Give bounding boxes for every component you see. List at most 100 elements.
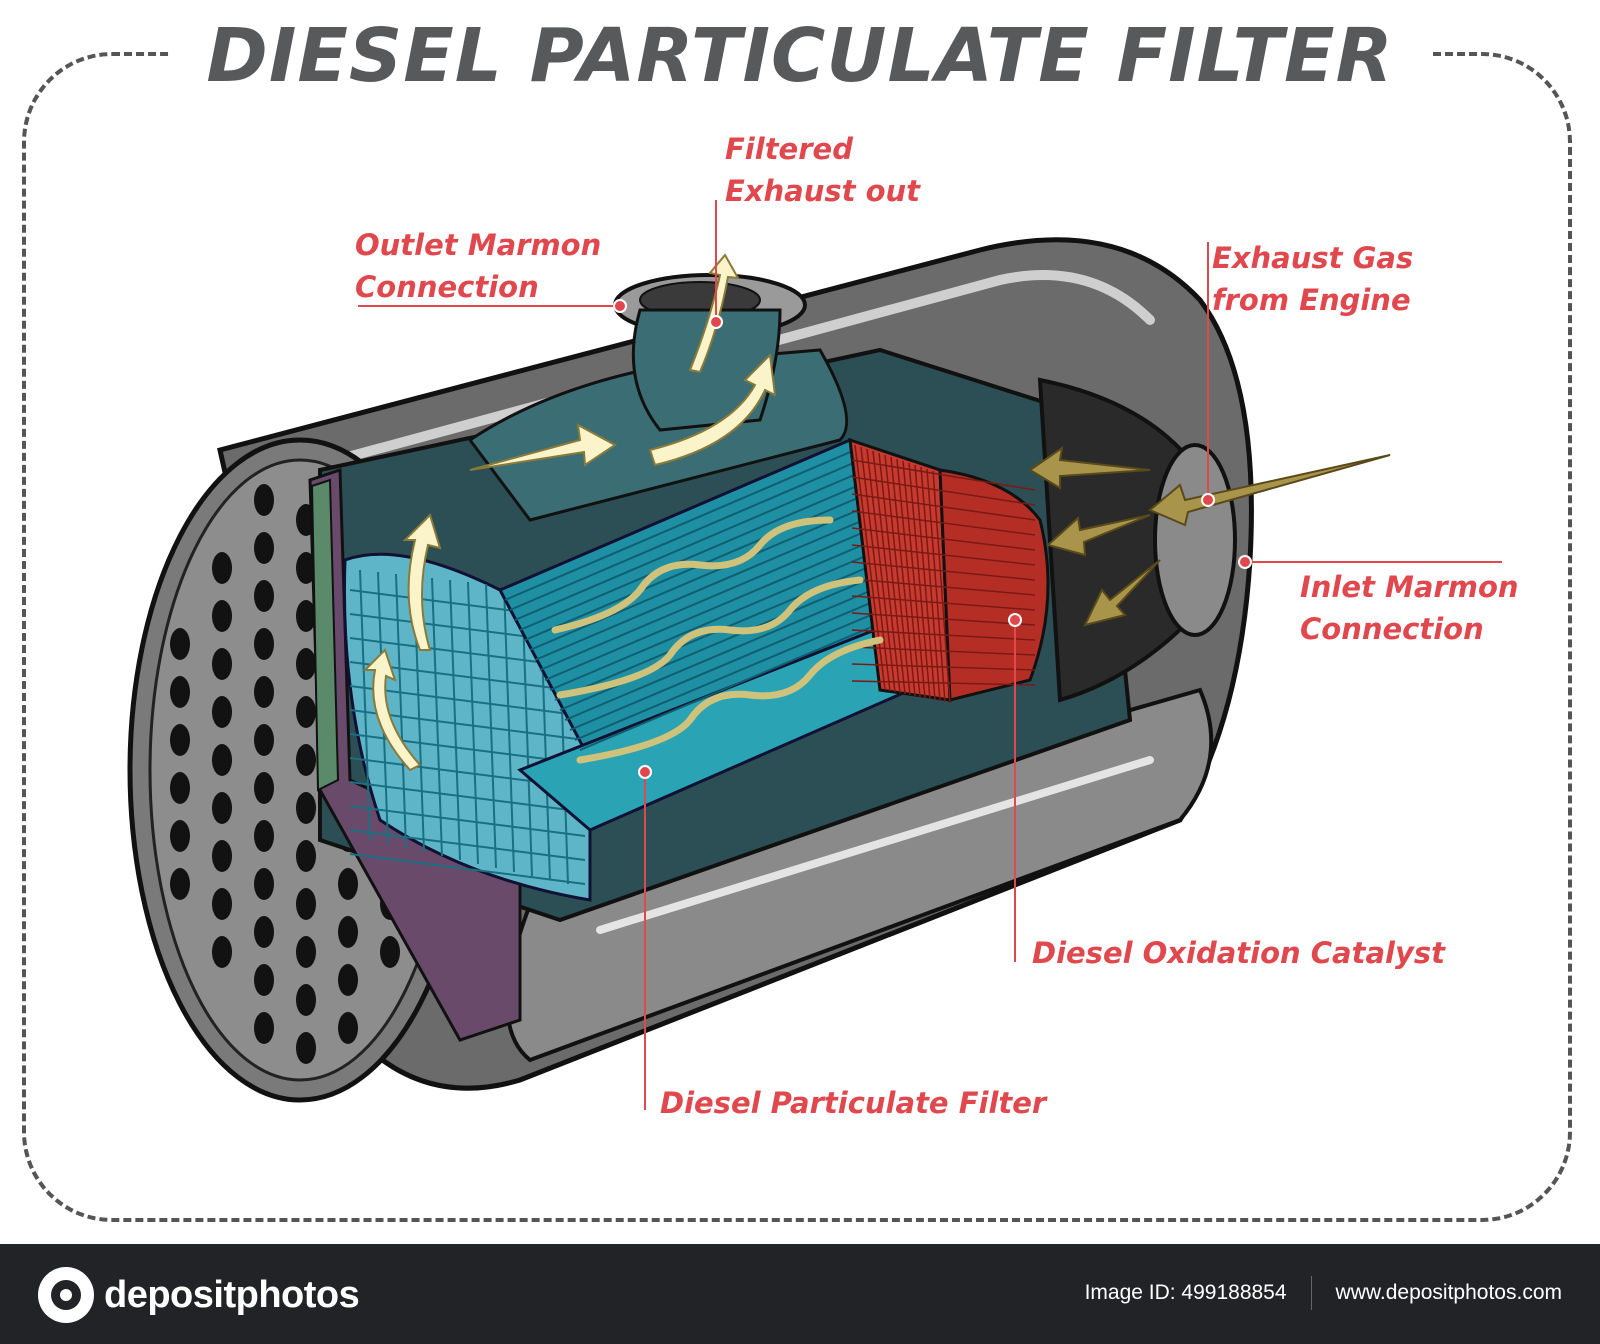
dpf-channel-line [574,603,898,741]
doc-grid-line [932,470,951,704]
footer-meta: Image ID: 499188854 www.depositphotos.co… [1085,1276,1562,1310]
perforation-hole [254,532,274,564]
doc-grid-line [884,454,911,696]
cream-arrow-4 [402,513,442,651]
perforation-hole [296,696,316,728]
doc-grid [851,444,1036,704]
doc-grid-line [872,450,901,694]
dpf-channel-line [579,614,901,751]
doc-grid-line [851,493,1036,521]
dpf-channel-line [544,537,880,681]
doc-grid-line [866,448,896,693]
perforation-hole [212,792,232,824]
perforation-hole [212,648,232,680]
perforation-hole [296,744,316,776]
perforation-hole [170,772,190,804]
diagram-page: DIESEL PARTICULATE FILTER [22,13,1572,1222]
dpf-grid-line [449,579,461,861]
perforation-hole [254,580,274,612]
dpf-channel-line [569,592,895,731]
soot-wave-arrows [551,516,884,764]
gold-arrow-2 [1045,514,1151,557]
perforation-hole [296,840,316,872]
doc-grid-line [851,561,1036,581]
footer-bar: depositphotos Image ID: 499188854 www.de… [0,1244,1600,1344]
perforation-hole [254,1012,274,1044]
doc-grid-line [851,595,1036,611]
perforation-hole [170,724,190,756]
gold-arrow-1 [1028,445,1151,490]
perforation-hole [212,840,232,872]
site-url[interactable]: www.depositphotos.com [1335,1281,1562,1304]
perforation-hole [296,600,316,632]
doc-grid-line [851,544,1036,566]
doc-grid-line [914,464,936,701]
inlet-flange [1153,443,1237,637]
doc-grid-line [896,458,921,698]
cream-arrow-5 [362,648,422,772]
dpf-grid-line [431,577,443,857]
perforation-hole [296,648,316,680]
perforation-hole [254,820,274,852]
footer-divider [1310,1276,1312,1310]
perforation-hole [296,936,316,968]
label-inlet-marmon-connection: Inlet Marmon Connection [1300,570,1519,646]
dpf-grid-line [349,829,586,861]
dpf-channel-line [504,449,856,601]
exhaust-in-arrows [1028,445,1391,627]
doc-grid-line [851,459,1036,491]
perforation-hole [338,916,358,948]
perforation-hole [170,628,190,660]
dpf-channel-line [534,515,874,661]
perforation-hole [212,936,232,968]
perforation-hole [212,888,232,920]
label-diesel-oxidation-catalyst: Diesel Oxidation Catalyst [1032,936,1445,970]
housing-highlight [295,270,1155,475]
doc-grid-line [926,468,946,703]
doc-grid-line [854,444,886,691]
doc-grid-line [851,663,1036,671]
dpf-channel-line [529,504,871,651]
dpf-channel-line [509,460,859,611]
doc-grid-line [920,466,941,702]
soot-wave-2 [556,576,864,699]
perforation-hole [296,552,316,584]
dpf-channel-line [514,471,862,621]
doc-grid-line [851,646,1036,656]
perforation-hole [296,792,316,824]
filtered-flow-arrows [362,253,777,772]
perforation-hole [212,744,232,776]
doc-grid-line [851,578,1036,596]
dpf-channel-line [519,482,865,631]
gold-arrow-3 [1083,559,1161,627]
perforation-hole [212,600,232,632]
gold-arrow-main [1148,454,1391,527]
perforation-hole [254,676,274,708]
brand-logo[interactable]: depositphotos [38,1266,360,1324]
perforation-hole [170,820,190,852]
doc-grid-line [851,680,1036,686]
perforation-hole [254,964,274,996]
cream-arrow-3 [688,253,740,374]
image-id: Image ID: 499188854 [1084,1281,1287,1304]
doc-grid-line [902,460,926,699]
dpf-channel-line [559,570,889,711]
dpf-grid-line [485,583,497,869]
soot-wave-3 [576,636,884,764]
dpf-channel-line [539,526,877,671]
doc-grid-line [890,456,916,697]
perforation-hole [254,868,274,900]
doc-grid-line [851,629,1036,641]
perforation-hole [170,676,190,708]
doc-grid-line [878,452,906,695]
doc-grid-line [860,446,891,692]
doc-grid-line [851,510,1036,536]
perforation-hole [296,984,316,1016]
diagram-title: DIESEL PARTICULATE FILTER [206,13,1394,99]
perforation-hole [296,1032,316,1064]
perforation-hole [212,552,232,584]
perforation-hole [254,772,274,804]
perforation-hole [254,724,274,756]
cream-arrow-1 [469,423,617,471]
dpf-grid-line [467,581,479,865]
